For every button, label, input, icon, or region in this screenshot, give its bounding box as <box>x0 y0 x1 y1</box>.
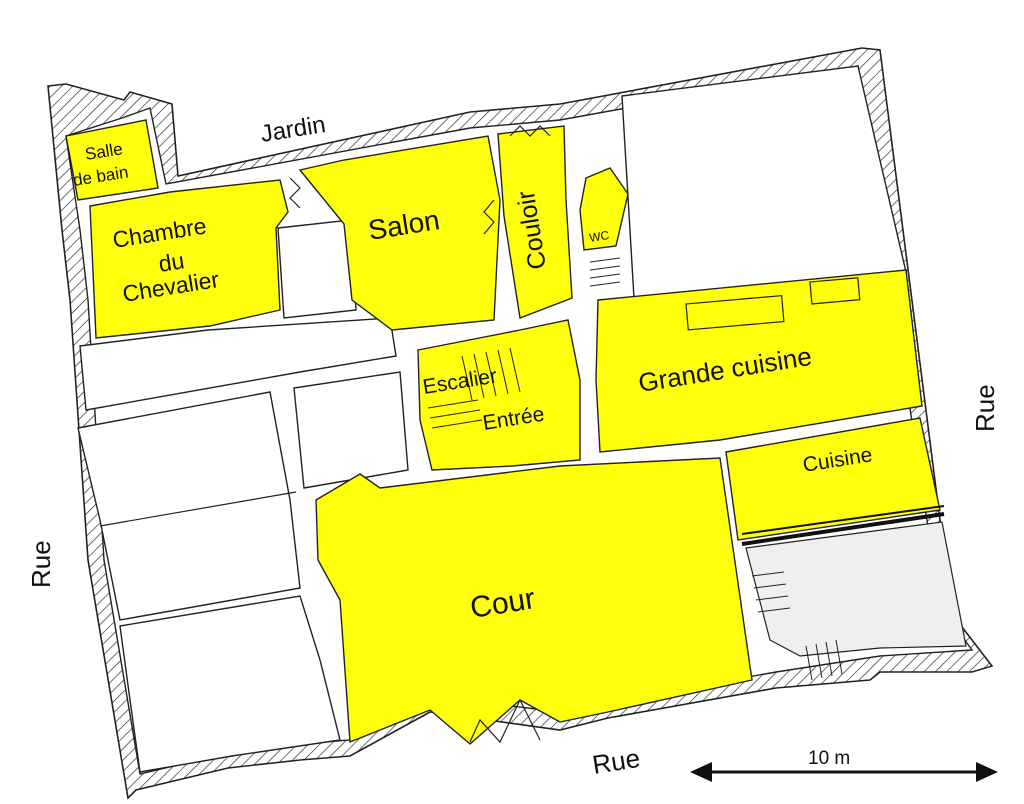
salon-room <box>298 135 501 331</box>
cour-room <box>315 457 753 745</box>
cuisine-room <box>725 417 941 541</box>
escalier-steps <box>427 347 521 429</box>
annex-steps <box>751 571 843 681</box>
fireplace-left <box>685 294 785 331</box>
thick-wall-line-2 <box>741 505 945 535</box>
label-rue-droite: Rue <box>970 384 1000 432</box>
partition-left <box>99 491 297 527</box>
couloir-steps <box>589 257 621 287</box>
scale-label: 10 m <box>808 748 850 769</box>
scale-arrow-left <box>690 762 712 782</box>
room-left-lower <box>119 595 341 773</box>
scale-bar: 10 m <box>690 748 998 782</box>
room-upper-right-white <box>621 65 907 299</box>
fireplace-right <box>809 277 861 305</box>
wc-room <box>579 167 629 251</box>
salle-de-bain-room <box>65 119 159 201</box>
grande-cuisine-room <box>595 269 923 453</box>
door-cour-bottom <box>469 698 541 744</box>
room-middle-small <box>293 371 409 489</box>
room-courtyard-annex <box>277 219 357 319</box>
escalier-entree-room <box>417 319 581 471</box>
door-chambre-salon <box>289 177 301 209</box>
room-grey <box>745 521 967 657</box>
label-jardin: Jardin <box>259 111 328 148</box>
couloir-room <box>497 125 573 319</box>
thick-wall-line <box>741 512 945 546</box>
door-couloir-top <box>509 125 551 137</box>
room-left-upper <box>77 391 301 621</box>
corridor-west <box>79 317 397 411</box>
door-salon-couloir <box>483 199 495 235</box>
scale-arrow-right <box>976 762 998 782</box>
label-rue-gauche: Rue <box>26 540 56 588</box>
label-wc: WC <box>588 228 610 245</box>
label-chambre-2: du <box>157 247 186 277</box>
chambre-room <box>89 179 289 339</box>
label-rue-bas: Rue <box>590 743 642 780</box>
